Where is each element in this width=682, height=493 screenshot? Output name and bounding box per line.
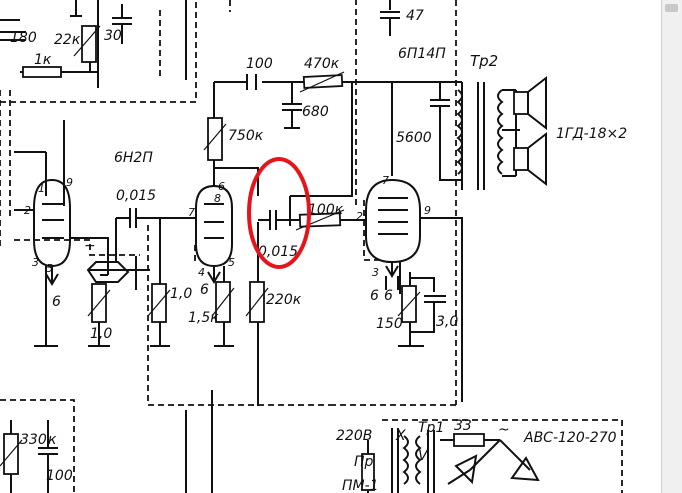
label-pin-7-mid: 7 xyxy=(188,206,195,219)
label-pin-5-left: 5 xyxy=(46,262,53,275)
label-tr1: Тр1 xyxy=(418,420,444,436)
label-r-100k: 100к xyxy=(308,202,344,218)
label-pin-6a-out: 6 xyxy=(370,288,379,304)
label-pin-2-left: 2 xyxy=(24,204,31,217)
label-r-750k: 750к xyxy=(228,128,264,144)
label-fuse-pm: ПМ-1 xyxy=(342,478,379,493)
output-stage xyxy=(365,81,463,402)
feedback-network xyxy=(214,71,392,129)
label-tube-6p14p: 6П14П xyxy=(398,46,446,62)
label-tube-6n2p: 6Н2П xyxy=(114,150,153,166)
label-pin-8-mid: 8 xyxy=(214,192,221,205)
labels: 180 22к 30 47 1к 100 470к 6П14П Тр2 680 … xyxy=(10,8,627,493)
shield-outlines xyxy=(0,0,623,493)
label-c-30-cathode: 3,0 xyxy=(436,314,458,330)
label-fuse-pr: Пр xyxy=(354,454,374,470)
label-pin-7-out: 7 xyxy=(382,174,389,187)
label-c-47: 47 xyxy=(406,8,424,24)
label-rectifier-type: АВС-120-270 xyxy=(523,430,617,446)
label-r-15k: 1,5к xyxy=(188,310,219,326)
power-supply xyxy=(185,410,540,493)
label-pin-6b-out: 6 xyxy=(384,288,393,304)
label-r-33: 33 xyxy=(454,418,472,434)
label-c-100: 100 xyxy=(246,56,273,72)
label-v-mark: V xyxy=(418,448,429,464)
highlight-ellipse xyxy=(247,157,311,269)
label-pin-3-left: 3 xyxy=(32,256,39,269)
transformer-speakers xyxy=(439,75,547,190)
label-pin-9-out: 9 xyxy=(424,204,431,217)
label-pin-2-out: 2 xyxy=(356,210,363,223)
label-r-1m: 1,0 xyxy=(170,286,192,302)
label-r-330k: 330 xyxy=(20,432,47,448)
label-c-0015-highlight: 0,015 xyxy=(258,244,298,260)
label-pin-6b-mid: 6 xyxy=(200,282,209,298)
label-r-150: 150 xyxy=(376,316,403,332)
label-pin-6-left: 6 xyxy=(52,294,61,310)
stage-1 xyxy=(14,120,171,347)
vertical-scrollbar[interactable] xyxy=(661,0,682,493)
label-unit-k: к xyxy=(48,432,57,448)
label-c-30-top: 30 xyxy=(104,28,122,44)
label-c-180: 180 xyxy=(10,30,37,46)
label-c-680: 680 xyxy=(302,104,329,120)
top-left-section xyxy=(0,0,400,88)
label-pin-6-mid: 6 xyxy=(218,180,225,193)
label-r-470k: 470к xyxy=(304,56,340,72)
label-pin-1-left: 1 xyxy=(38,182,45,195)
label-tilde: ~ xyxy=(498,422,510,438)
stage-2 xyxy=(160,82,269,493)
label-pin-9-left: 9 xyxy=(66,176,73,189)
label-minus: − xyxy=(84,238,96,254)
label-c-100-bottom: 100 xyxy=(46,468,73,484)
label-tr2: Тр2 xyxy=(470,52,498,70)
label-r-1m-pot: 1,0 xyxy=(90,326,112,342)
label-x-mark: X xyxy=(395,428,406,444)
label-c-5600: 5600 xyxy=(396,130,432,146)
label-speaker: 1ГД-18×2 xyxy=(556,126,627,142)
label-r-220k: 220к xyxy=(266,292,302,308)
label-r-22k: 22к xyxy=(54,32,81,48)
label-pin-4-mid: 4 xyxy=(198,266,205,279)
label-c-0015-left: 0,015 xyxy=(116,188,156,204)
label-pin-5-mid: 5 xyxy=(228,256,235,269)
scrollbar-thumb[interactable] xyxy=(665,4,678,12)
label-v-220: 220В xyxy=(336,428,372,444)
label-pin-3-out: 3 xyxy=(372,266,379,279)
bottom-left xyxy=(0,420,58,493)
label-r-1k: 1к xyxy=(34,52,52,68)
